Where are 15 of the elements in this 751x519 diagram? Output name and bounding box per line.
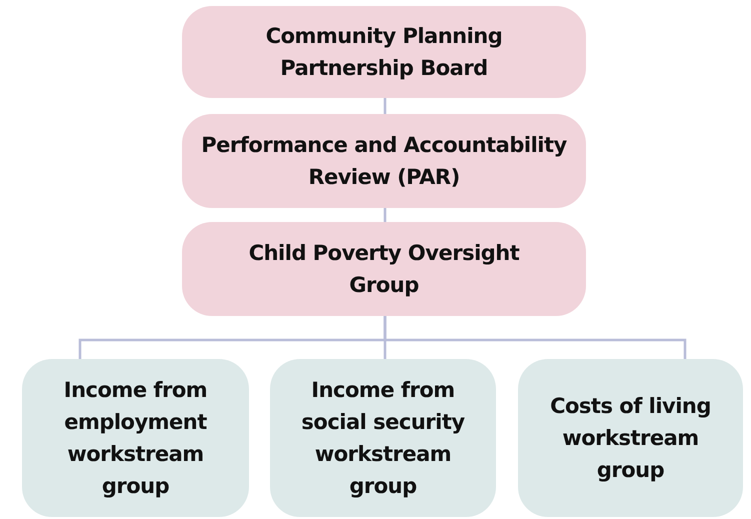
connector-line — [384, 316, 686, 359]
box-label: Income from social security workstream group — [300, 377, 466, 500]
box-label: Costs of living workstream group — [549, 393, 712, 484]
rounded-box — [518, 359, 743, 517]
box-label: Income from employment workstream group — [62, 377, 208, 500]
box-label: Performance and Accountability Review (PAR) — [200, 132, 568, 191]
rounded-box — [270, 359, 496, 517]
connector-line — [384, 98, 386, 114]
box-label: Community Planning Partnership Board — [264, 23, 504, 82]
rounded-box — [22, 359, 249, 517]
connector-line — [384, 208, 386, 222]
rounded-box — [182, 222, 586, 316]
box-label: Child Poverty Oversight Group — [248, 240, 520, 299]
rounded-box — [182, 114, 586, 208]
rounded-box — [182, 6, 586, 98]
